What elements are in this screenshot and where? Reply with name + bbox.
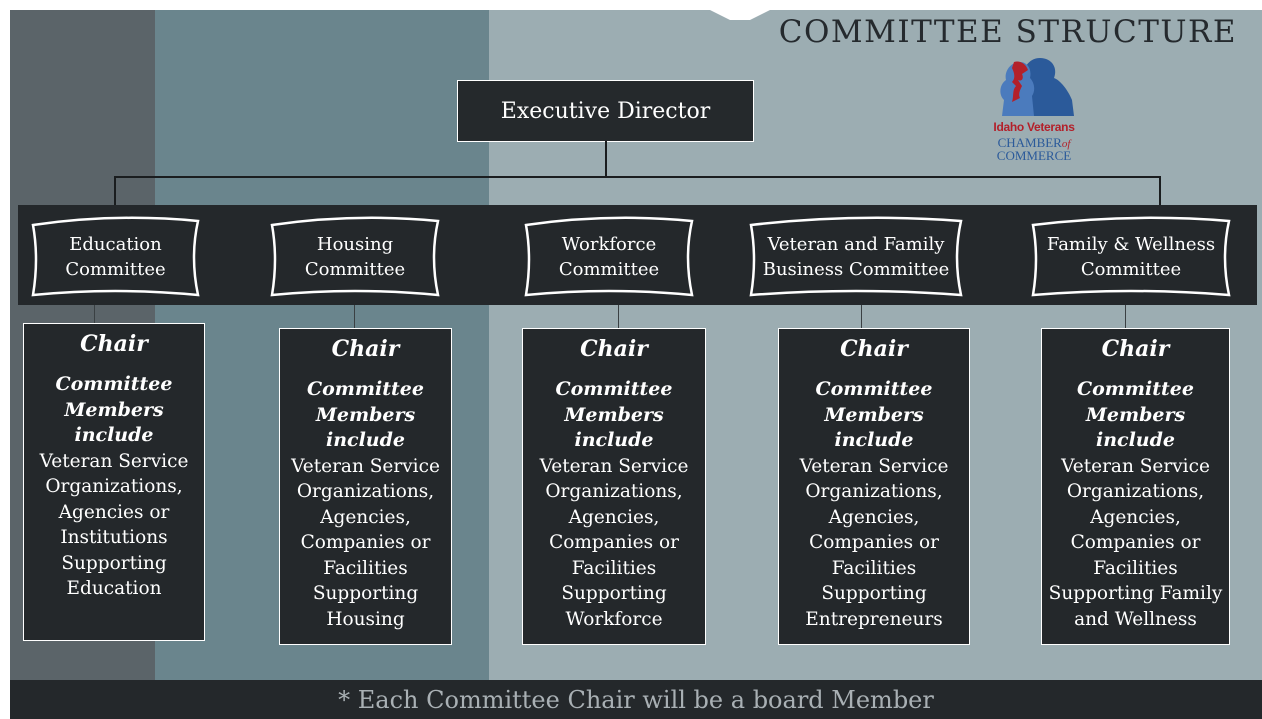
logo-text-line2: CHAMBERof (997, 135, 1071, 151)
connector-card-5 (1125, 305, 1126, 328)
committee-card-education: Chair Committee Members include Veteran … (23, 323, 205, 641)
committee-banner-family-wellness: Family & Wellness Committee (1027, 215, 1235, 298)
slide: COMMITTEE STRUCTURE Idaho Veterans CHAMB… (10, 10, 1262, 719)
chamber-logo: Idaho Veterans CHAMBERof COMMERCE (988, 50, 1098, 170)
committee-card-housing: Chair Committee Members include Veteran … (279, 328, 452, 645)
committee-name: Housing Committee (304, 233, 406, 280)
banner-scroll-shape (31, 216, 200, 297)
committee-banner-housing: Housing Committee (266, 215, 444, 298)
members-description: Veteran Service Organizations, Agencies,… (799, 455, 949, 630)
committee-name: Education Committee (65, 233, 166, 280)
banner-scroll-shape (1031, 216, 1231, 297)
connector-card-4 (861, 305, 862, 328)
committee-card-veteran-family-business: Chair Committee Members include Veteran … (778, 328, 970, 645)
connector-exec-down (605, 141, 607, 177)
veteran-silhouettes-icon (1000, 58, 1074, 116)
connector-drop-5 (1159, 176, 1161, 206)
connector-card-2 (354, 305, 355, 328)
committee-card-workforce: Chair Committee Members include Veteran … (522, 328, 706, 645)
chair-label: Chair (840, 336, 908, 362)
committee-name: Family & Wellness Committee (1046, 233, 1216, 280)
banner-scroll-shape (270, 216, 440, 297)
committee-card-family-wellness: Chair Committee Members include Veteran … (1041, 328, 1230, 645)
banner-scroll-shape (524, 216, 694, 297)
committee-strip (18, 205, 1257, 305)
members-description: Veteran Service Organizations, Agencies,… (539, 455, 689, 630)
chair-label: Chair (580, 336, 648, 362)
committee-banner-education: Education Committee (27, 215, 204, 298)
members-heading: Committee Members include (555, 378, 673, 451)
logo-text-line3: COMMERCE (996, 148, 1072, 163)
connector-drop-1 (114, 176, 116, 206)
committee-banner-veteran-family-business: Veteran and Family Business Committee (745, 215, 967, 298)
pen-tip-icon (710, 10, 770, 20)
members-heading: Committee Members include (55, 373, 173, 446)
committee-name: Veteran and Family Business Committee (762, 233, 950, 280)
connector-card-3 (618, 305, 619, 328)
committee-name: Workforce Committee (558, 233, 660, 280)
members-description: Veteran Service Organizations, Agencies,… (1048, 455, 1223, 630)
chair-label: Chair (1101, 336, 1170, 362)
members-heading: Committee Members include (307, 378, 424, 451)
executive-director-box: Executive Director (457, 80, 754, 142)
members-description: Veteran Service Organizations, Agencies … (39, 450, 189, 600)
connector-card-1 (94, 305, 95, 323)
connector-horizontal (114, 176, 1161, 178)
members-description: Veteran Service Organizations, Agencies,… (291, 455, 440, 630)
logo-text-line1: Idaho Veterans (993, 120, 1075, 134)
banner-scroll-shape (749, 216, 963, 297)
page-title: COMMITTEE STRUCTURE (778, 14, 1237, 50)
members-heading: Committee Members include (1077, 378, 1194, 451)
footer-note: * Each Committee Chair will be a board M… (10, 680, 1262, 719)
chair-label: Chair (80, 331, 148, 357)
chair-label: Chair (331, 336, 400, 362)
members-heading: Committee Members include (815, 378, 933, 451)
committee-banner-workforce: Workforce Committee (520, 215, 698, 298)
